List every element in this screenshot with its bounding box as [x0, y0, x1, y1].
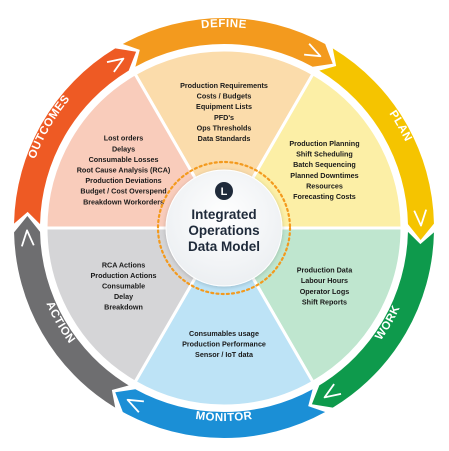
segment-item: PFD's — [214, 113, 234, 122]
segment-item: Production Performance — [182, 340, 266, 349]
segment-wedge-plan — [221, 71, 404, 230]
ring-label-define: DEFINE — [201, 18, 248, 31]
segment-item: Consumable — [102, 282, 145, 291]
segment-item: Shift Reports — [302, 297, 347, 306]
segment-item: Production Deviations — [85, 176, 161, 185]
chevron-right-icon — [106, 57, 125, 73]
segment-wedge-outcomes — [44, 71, 227, 230]
segment-wedge-action — [44, 226, 227, 385]
segment-item: Delay — [114, 292, 133, 301]
segment-item: Delays — [112, 144, 135, 153]
segment-item: Costs / Budgets — [197, 92, 252, 101]
segment-item: RCA Actions — [102, 260, 145, 269]
segment-item: Ops Thresholds — [197, 123, 252, 132]
ring-segment-plan — [319, 48, 434, 241]
ring-label-monitor: MONITOR — [195, 410, 253, 424]
segment-item: Production Actions — [91, 271, 157, 280]
segment-item: Forecasting Costs — [293, 192, 356, 201]
segment-item: Production Planning — [289, 139, 359, 148]
segment-item: Production Data — [297, 266, 354, 275]
chevron-right-icon — [413, 209, 428, 227]
logo-icon: L — [215, 182, 233, 200]
chevron-right-icon — [20, 229, 35, 247]
segment-item: Labour Hours — [301, 276, 348, 285]
ring-segment-action — [14, 215, 129, 408]
segment-item: Breakdown Workorders — [83, 197, 164, 206]
hub-dotted-cycle — [156, 160, 292, 296]
segment-item: Production Requirements — [180, 81, 268, 90]
segment-item: Batch Sequencing — [293, 160, 356, 169]
segment-item: Shift Scheduling — [296, 150, 353, 159]
outer-ring — [14, 17, 434, 438]
segment-item: Lost orders — [104, 134, 144, 143]
chevron-right-icon — [323, 383, 342, 399]
segment-item: Equipment Lists — [196, 102, 252, 111]
chevron-right-icon — [126, 398, 144, 413]
segment-wedge-monitor — [132, 224, 316, 408]
segment-item: Sensor / IoT data — [195, 350, 254, 359]
hub-title-line: Operations — [188, 223, 259, 238]
ring-segment-monitor — [115, 389, 326, 438]
svg-text:L: L — [221, 186, 228, 198]
hub-title-line: Data Model — [188, 239, 260, 254]
segment-item: Consumables usage — [189, 329, 259, 338]
segment-item: Breakdown — [104, 303, 143, 312]
segment-item: Budget / Cost Overspend — [80, 187, 166, 196]
segment-item: Root Cause Analysis (RCA) — [77, 166, 171, 175]
segment-item: Resources — [306, 181, 343, 190]
ring-segment-define — [122, 17, 333, 67]
segment-item: Operator Logs — [300, 287, 350, 296]
hub-circle — [165, 169, 283, 287]
hub-title-line: Integrated — [191, 207, 256, 222]
segment-item: Planned Downtimes — [290, 171, 358, 180]
segment-wedge-work — [221, 226, 404, 385]
ring-segment-outcomes — [14, 48, 137, 225]
chevron-right-icon — [304, 43, 322, 58]
segment-item: Data Standards — [198, 134, 251, 143]
segment-wedge-define — [132, 48, 316, 231]
ring-segment-work — [311, 231, 434, 408]
segment-wedges — [44, 48, 404, 408]
segment-item: Consumable Losses — [89, 155, 159, 164]
